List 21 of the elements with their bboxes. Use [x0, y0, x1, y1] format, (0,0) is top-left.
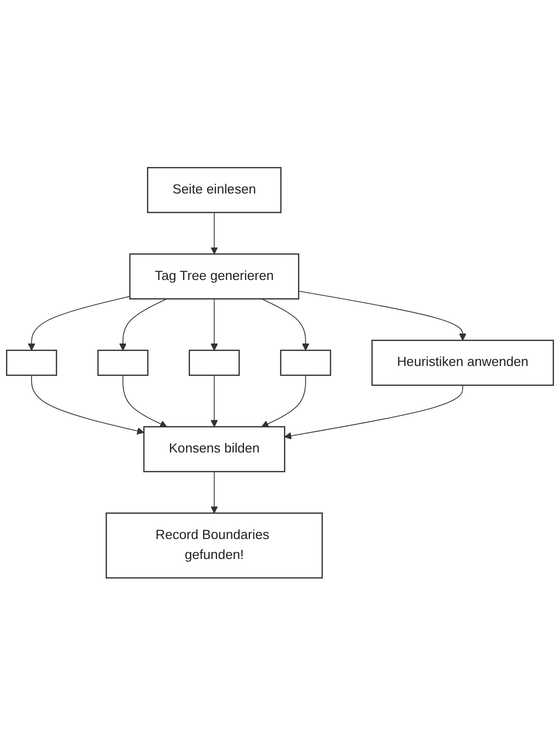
arrow: [210, 375, 218, 428]
arrow: [210, 298, 218, 351]
arrow: [119, 298, 168, 351]
arrow: [261, 375, 306, 428]
node-box: [6, 350, 58, 376]
arrow: [31, 375, 144, 435]
node-box: Seite einlesen: [146, 167, 282, 214]
arrow: [210, 471, 218, 514]
node-box: [188, 350, 240, 376]
node-box: [97, 350, 148, 376]
arrow: [210, 212, 218, 255]
arrow: [284, 385, 464, 440]
arrow: [261, 298, 310, 351]
arrow: [28, 296, 130, 351]
node-box: Heuristiken anwenden: [371, 340, 554, 386]
node-box: Konsens bilden: [143, 426, 286, 472]
node-box: Tag Tree generieren: [129, 254, 300, 300]
arrow: [298, 290, 466, 341]
arrow: [122, 375, 168, 428]
node-box: Record Boundaries gefunden!: [106, 512, 323, 579]
node-box: [280, 350, 332, 376]
